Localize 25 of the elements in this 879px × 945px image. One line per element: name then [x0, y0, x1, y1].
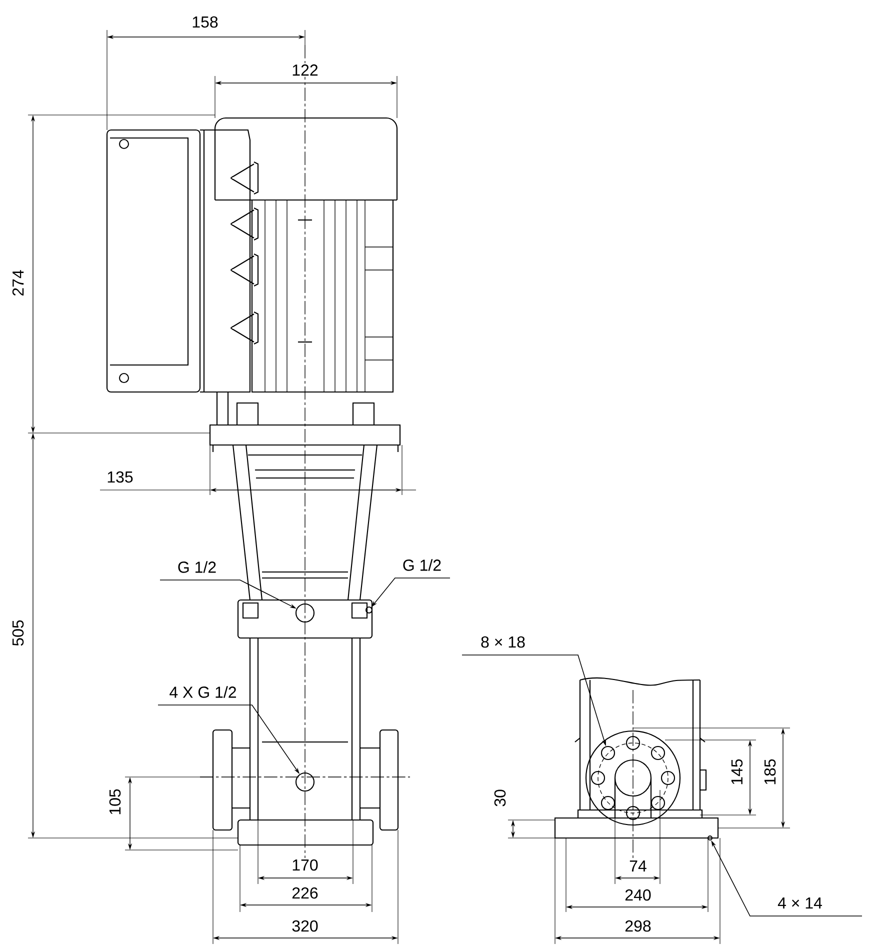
dimension-label: 274 — [11, 268, 25, 298]
dimension-label: 74 — [628, 859, 648, 873]
dimension-label: 30 — [493, 788, 507, 808]
dimension-label: 170 — [290, 858, 320, 872]
dimension-label: 298 — [623, 919, 653, 933]
dimension-label: 122 — [290, 63, 320, 77]
dimension-label: 505 — [11, 618, 25, 648]
drain-plug — [295, 772, 315, 792]
drain-plug — [295, 603, 315, 623]
vent-plug — [365, 606, 373, 614]
callout-text: 8 × 18 — [481, 636, 525, 648]
dimension-label: 226 — [290, 886, 320, 900]
dimension-label: 240 — [623, 888, 653, 902]
callout-text: G 1/2 — [178, 561, 216, 573]
dimension-label: 158 — [190, 15, 220, 29]
dimension-label: 145 — [730, 757, 744, 787]
bolt-hole — [707, 835, 713, 841]
callout-text: G 1/2 — [403, 559, 441, 571]
bolt-hole — [600, 746, 616, 760]
dimension-label: 135 — [105, 470, 135, 484]
callout-text: 4 × 14 — [778, 898, 822, 908]
callout-text: 4 X G 1/2 — [170, 686, 236, 698]
dimension-label: 105 — [108, 787, 122, 817]
dimension-label: 320 — [290, 919, 320, 933]
dimension-label: 185 — [763, 757, 777, 787]
